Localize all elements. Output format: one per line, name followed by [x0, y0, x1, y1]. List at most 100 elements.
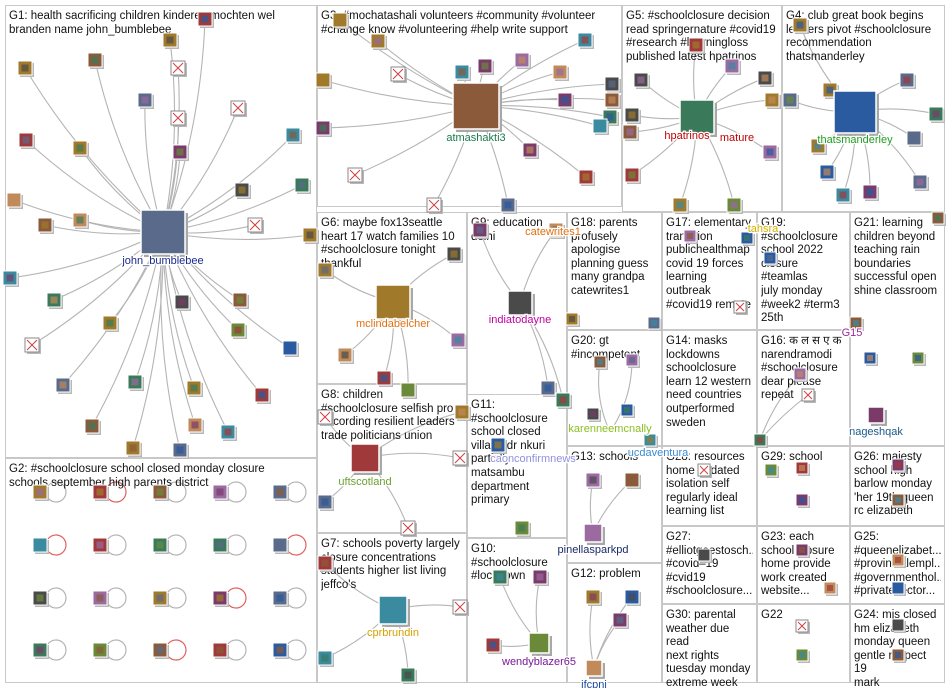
user-avatar-node[interactable] — [92, 537, 109, 554]
user-avatar-node[interactable] — [782, 92, 799, 109]
user-avatar-node[interactable] — [795, 461, 810, 476]
hub-node-ucdaventura[interactable]: ucdaventura — [626, 446, 690, 461]
user-avatar-node[interactable] — [272, 642, 289, 659]
user-avatar-node[interactable] — [891, 493, 906, 508]
user-avatar-node[interactable] — [32, 537, 49, 554]
user-avatar-node[interactable] — [793, 367, 808, 382]
user-avatar-node[interactable] — [593, 355, 608, 370]
user-avatar-node[interactable] — [620, 403, 635, 418]
user-avatar-node[interactable] — [557, 92, 574, 109]
user-avatar-node[interactable] — [152, 642, 169, 659]
missing-avatar-icon[interactable] — [452, 599, 469, 616]
missing-avatar-icon[interactable] — [400, 520, 417, 537]
user-avatar-node[interactable] — [810, 138, 827, 155]
hub-node-mclindabelcher[interactable]: mclindabelcher — [355, 284, 432, 331]
user-avatar-node[interactable] — [578, 169, 595, 186]
user-avatar-node[interactable] — [317, 555, 334, 572]
user-avatar-node[interactable] — [757, 70, 774, 87]
user-avatar-node[interactable] — [532, 569, 549, 586]
user-avatar-node[interactable] — [317, 494, 334, 511]
user-avatar-node[interactable] — [234, 182, 251, 199]
user-avatar-node[interactable] — [125, 440, 142, 457]
user-avatar-node[interactable] — [212, 484, 229, 501]
user-avatar-node[interactable] — [683, 229, 698, 244]
hub-node-mature[interactable]: mature — [719, 131, 756, 146]
user-avatar-node[interactable] — [514, 52, 531, 69]
user-avatar-node[interactable] — [795, 648, 810, 663]
user-avatar-node[interactable] — [212, 537, 229, 554]
user-avatar-node[interactable] — [485, 637, 502, 654]
missing-avatar-icon[interactable] — [801, 388, 816, 403]
user-avatar-node[interactable] — [795, 543, 810, 558]
user-avatar-node[interactable] — [899, 72, 916, 89]
user-avatar-node[interactable] — [315, 72, 332, 89]
user-avatar-node[interactable] — [592, 118, 609, 135]
user-avatar-node[interactable] — [891, 648, 906, 663]
user-avatar-node[interactable] — [174, 294, 191, 311]
user-avatar-node[interactable] — [565, 312, 580, 327]
missing-avatar-icon[interactable] — [24, 337, 41, 354]
missing-avatar-icon[interactable] — [733, 300, 748, 315]
user-avatar-node[interactable] — [17, 60, 34, 77]
hub-node-nageshqak[interactable]: nageshqak — [848, 406, 905, 439]
user-avatar-node[interactable] — [454, 64, 471, 81]
user-avatar-node[interactable] — [697, 548, 712, 563]
user-avatar-node[interactable] — [172, 144, 189, 161]
missing-avatar-icon[interactable] — [426, 197, 443, 214]
user-avatar-node[interactable] — [72, 212, 89, 229]
user-avatar-node[interactable] — [849, 316, 864, 331]
user-avatar-node[interactable] — [891, 618, 906, 633]
user-avatar-node[interactable] — [688, 37, 705, 54]
user-avatar-node[interactable] — [172, 442, 189, 459]
hub-node-atmashakti3[interactable]: atmashakti3 — [445, 82, 507, 145]
user-avatar-node[interactable] — [454, 404, 471, 421]
user-avatar-node[interactable] — [127, 374, 144, 391]
user-avatar-node[interactable] — [891, 458, 906, 473]
user-avatar-node[interactable] — [317, 262, 334, 279]
user-avatar-node[interactable] — [753, 433, 768, 448]
user-avatar-node[interactable] — [552, 64, 569, 81]
user-avatar-node[interactable] — [294, 177, 311, 194]
user-avatar-node[interactable] — [492, 569, 509, 586]
missing-avatar-icon[interactable] — [170, 110, 187, 127]
user-avatar-node[interactable] — [548, 222, 565, 239]
hub-node-pinellasparkpd[interactable]: pinellasparkpd — [556, 523, 630, 557]
user-avatar-node[interactable] — [823, 581, 838, 596]
missing-avatar-icon[interactable] — [230, 100, 247, 117]
missing-avatar-icon[interactable] — [452, 450, 469, 467]
user-avatar-node[interactable] — [400, 382, 417, 399]
user-avatar-node[interactable] — [490, 437, 507, 454]
user-avatar-node[interactable] — [197, 11, 214, 28]
user-avatar-node[interactable] — [763, 251, 778, 266]
user-avatar-node[interactable] — [187, 417, 204, 434]
hub-node-thatsmanderley[interactable]: thatsmanderley — [816, 90, 894, 147]
user-avatar-node[interactable] — [624, 167, 641, 184]
user-avatar-node[interactable] — [577, 32, 594, 49]
user-avatar-node[interactable] — [230, 322, 247, 339]
user-avatar-node[interactable] — [624, 107, 641, 124]
hub-node-g15[interactable]: G15 — [840, 326, 863, 341]
missing-avatar-icon[interactable] — [697, 463, 712, 478]
user-avatar-node[interactable] — [37, 217, 54, 234]
user-avatar-node[interactable] — [370, 33, 387, 50]
hub-node-indiatodayne[interactable]: indiatodayne — [488, 290, 552, 327]
user-avatar-node[interactable] — [72, 140, 89, 157]
user-avatar-node[interactable] — [819, 164, 836, 181]
user-avatar-node[interactable] — [92, 642, 109, 659]
user-avatar-node[interactable] — [446, 246, 463, 263]
user-avatar-node[interactable] — [586, 407, 601, 422]
missing-avatar-icon[interactable] — [247, 217, 264, 234]
user-avatar-node[interactable] — [633, 72, 650, 89]
user-avatar-node[interactable] — [612, 612, 629, 629]
user-avatar-node[interactable] — [152, 590, 169, 607]
missing-avatar-icon[interactable] — [317, 409, 334, 426]
user-avatar-node[interactable] — [162, 32, 179, 49]
user-avatar-node[interactable] — [585, 589, 602, 606]
user-avatar-node[interactable] — [764, 463, 779, 478]
user-avatar-node[interactable] — [911, 351, 926, 366]
user-avatar-node[interactable] — [931, 211, 946, 226]
user-avatar-node[interactable] — [912, 174, 929, 191]
hub-node-hpatrinos[interactable]: hpatrinos — [663, 99, 717, 143]
user-avatar-node[interactable] — [477, 58, 494, 75]
user-avatar-node[interactable] — [376, 370, 393, 387]
